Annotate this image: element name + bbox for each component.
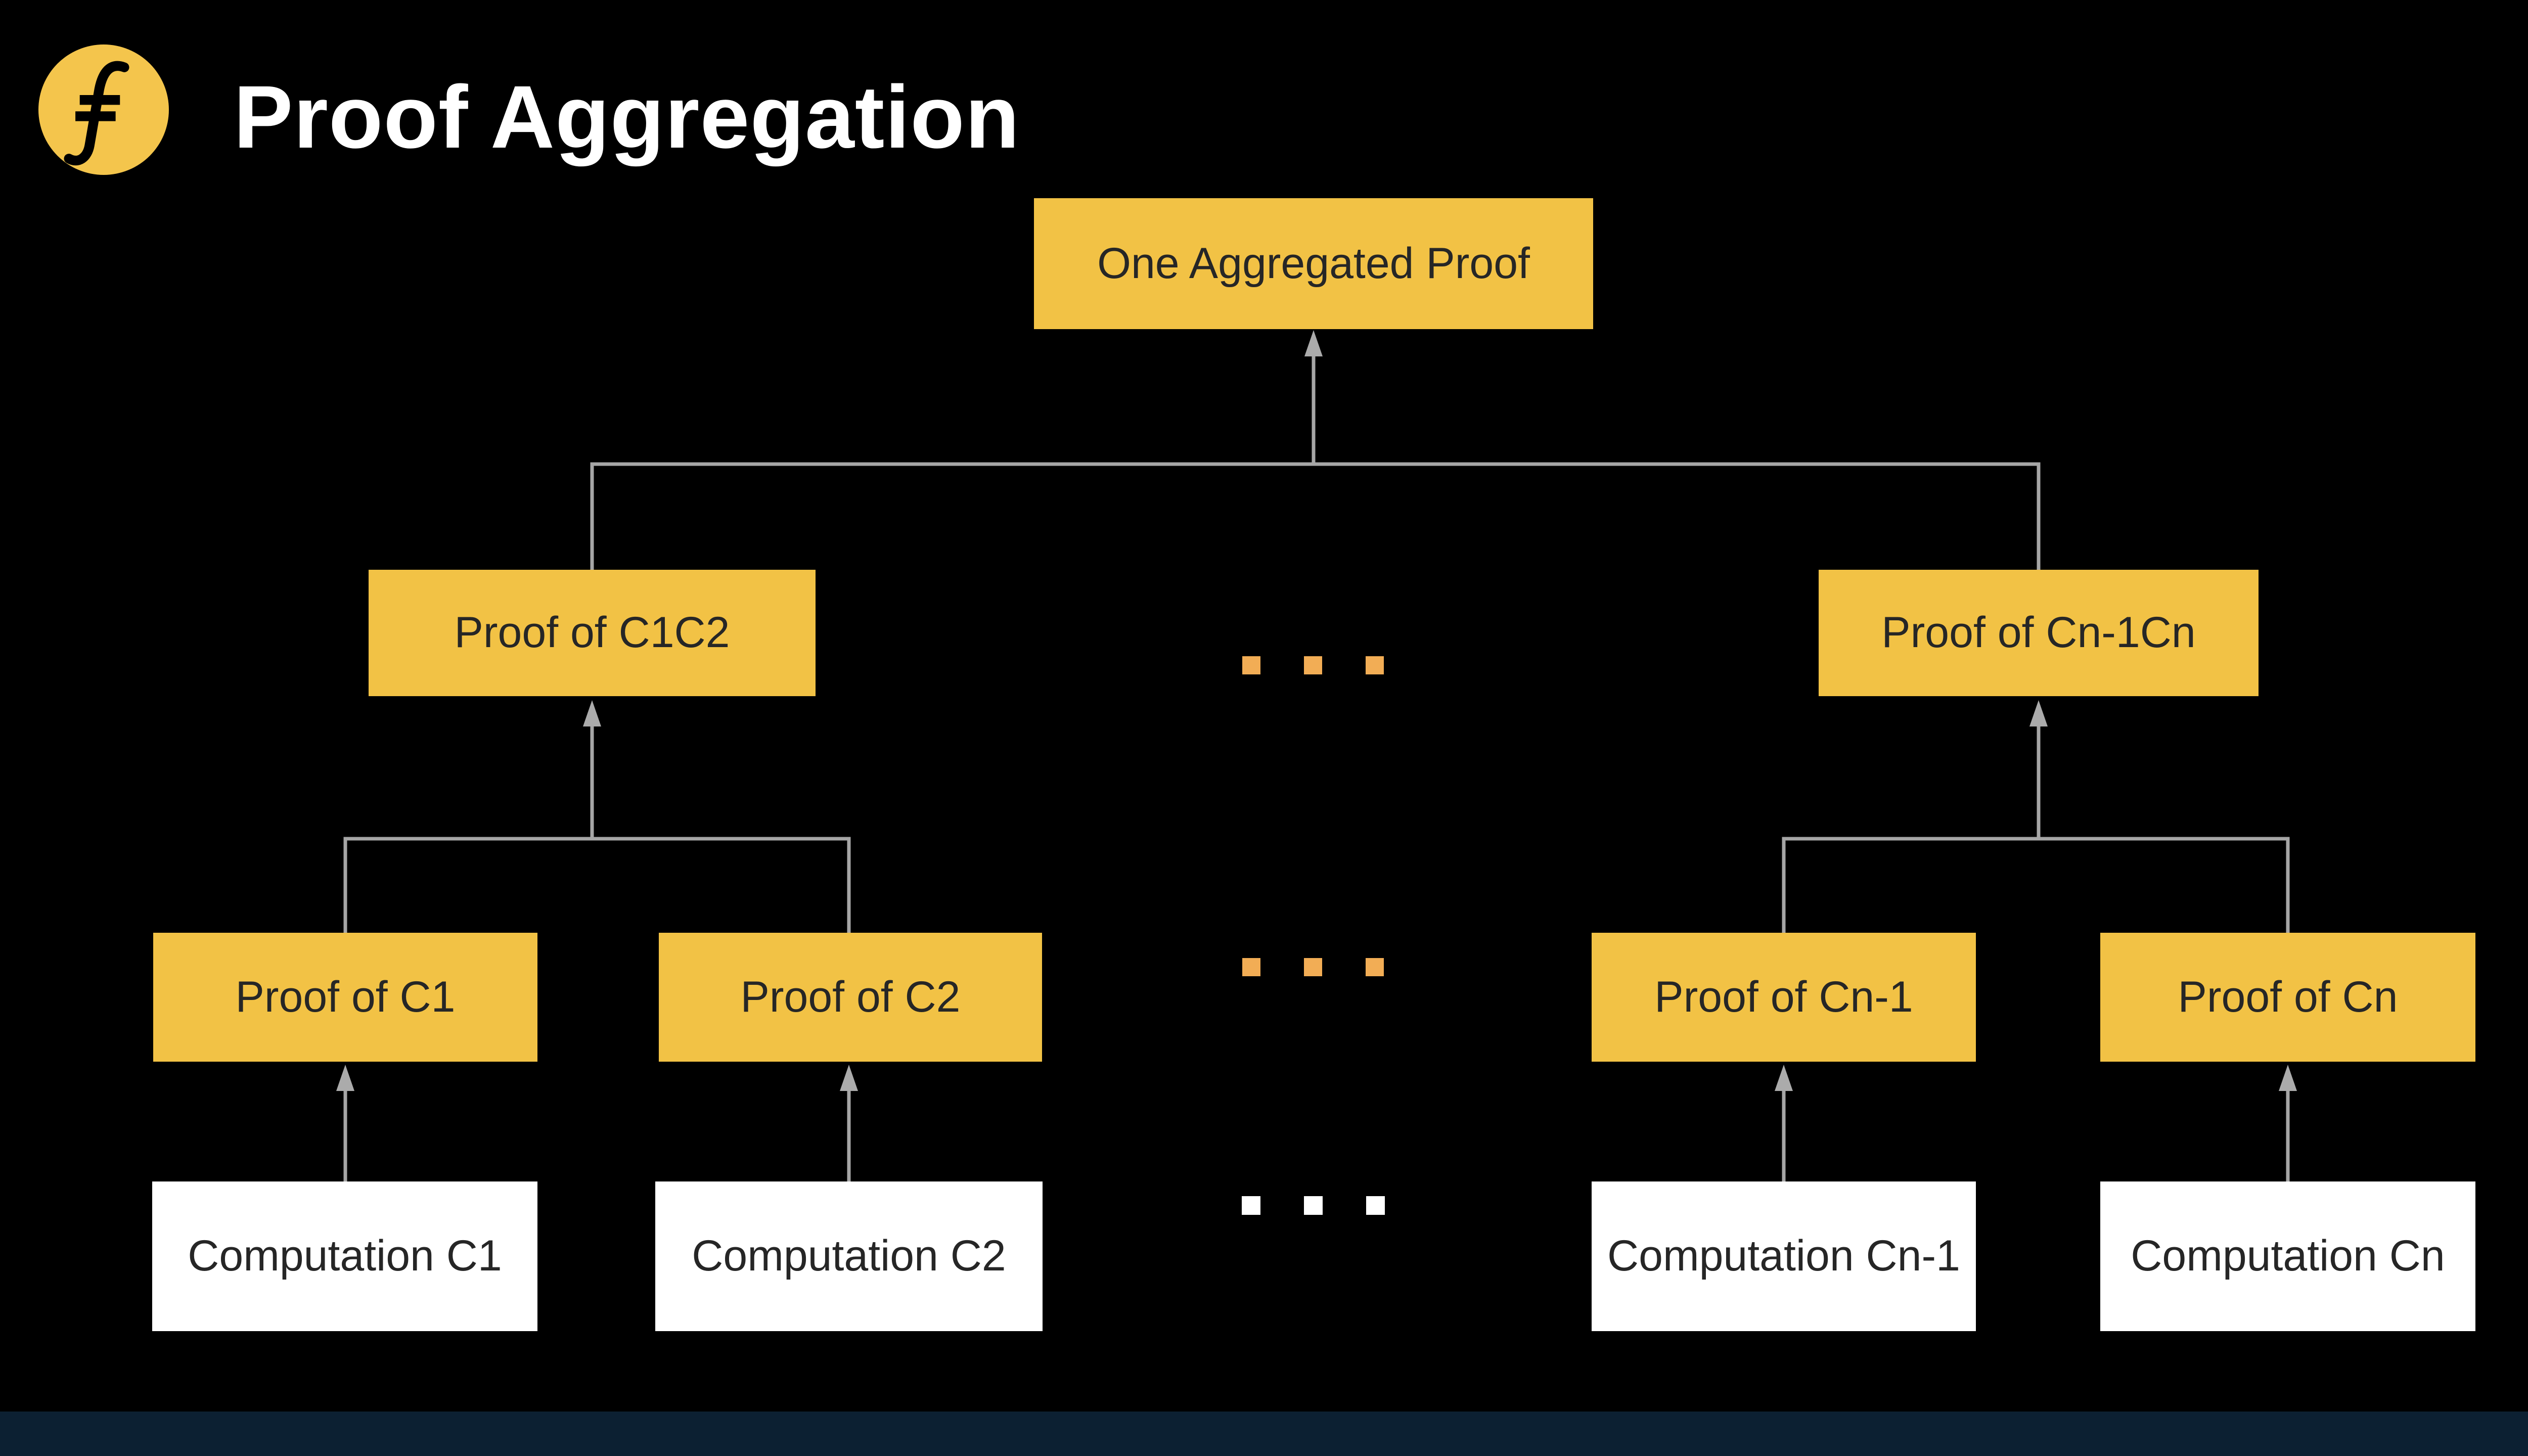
node-proof-c1c2: Proof of C1C2 — [369, 570, 816, 696]
node-label: Proof of C1 — [235, 972, 456, 1021]
ellipsis-square — [1304, 958, 1322, 976]
arrowhead-right-mid — [2029, 700, 2048, 726]
node-computation-cn-1: Computation Cn-1 — [1592, 1181, 1976, 1331]
node-label: Computation C1 — [188, 1232, 502, 1281]
node-proof-c1: Proof of C1 — [153, 933, 537, 1062]
footer-bar — [0, 1412, 2528, 1456]
ellipsis-square — [1366, 958, 1384, 976]
node-label: Proof of Cn-1Cn — [1881, 608, 2196, 657]
node-label: Computation Cn — [2131, 1232, 2445, 1281]
node-label: Proof of Cn — [2178, 972, 2398, 1021]
ellipsis-square — [1366, 1196, 1385, 1215]
page-title: Proof Aggregation — [234, 68, 1020, 167]
ellipsis-square — [1242, 958, 1260, 976]
ellipsis-row-leaf-proofs — [1242, 958, 1384, 976]
arrowhead-cn — [2279, 1065, 2297, 1091]
node-proof-cn-1: Proof of Cn-1 — [1592, 933, 1976, 1062]
node-computation-c2: Computation C2 — [655, 1181, 1043, 1331]
arrowhead-c1 — [336, 1065, 354, 1091]
arrowhead-cn1 — [1775, 1065, 1793, 1091]
node-proof-cn: Proof of Cn — [2100, 933, 2475, 1062]
node-proof-cn-1cn: Proof of Cn-1Cn — [1819, 570, 2259, 696]
arrowhead-left-mid — [583, 700, 601, 726]
node-label: Proof of C2 — [740, 972, 961, 1021]
node-proof-c2: Proof of C2 — [659, 933, 1042, 1062]
node-one-aggregated-proof: One Aggregated Proof — [1034, 198, 1593, 329]
node-label: Computation Cn-1 — [1607, 1232, 1960, 1281]
filecoin-logo — [38, 44, 169, 175]
connector-right-bracket — [1782, 837, 2290, 933]
arrowhead-c2 — [840, 1065, 858, 1091]
node-label: One Aggregated Proof — [1097, 239, 1530, 288]
connector-top-bracket — [590, 462, 2041, 570]
node-computation-cn: Computation Cn — [2100, 1181, 2475, 1331]
ellipsis-row-computations — [1242, 1196, 1385, 1215]
ellipsis-square — [1304, 1196, 1323, 1215]
node-label: Proof of Cn-1 — [1654, 972, 1913, 1021]
arrowhead-top — [1304, 330, 1323, 356]
ellipsis-square — [1242, 1196, 1260, 1215]
node-label: Computation C2 — [692, 1232, 1006, 1281]
filecoin-logo-icon — [38, 44, 169, 175]
ellipsis-square — [1366, 656, 1384, 674]
ellipsis-square — [1242, 656, 1260, 674]
connector-left-bracket — [343, 837, 851, 933]
node-computation-c1: Computation C1 — [152, 1181, 537, 1331]
ellipsis-row-pair-proofs — [1242, 656, 1384, 674]
node-label: Proof of C1C2 — [454, 608, 730, 657]
ellipsis-square — [1304, 656, 1322, 674]
